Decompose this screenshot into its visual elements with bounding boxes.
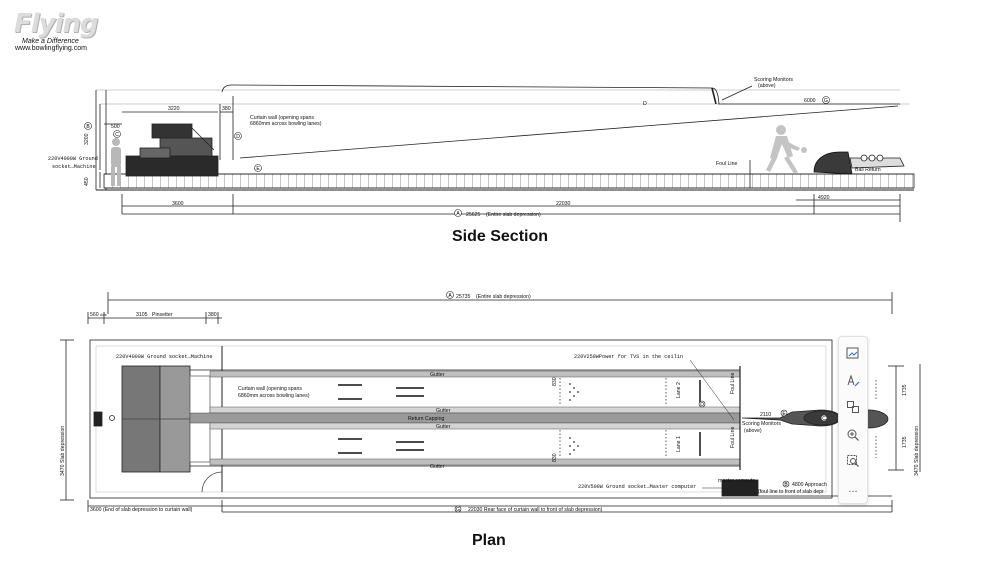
- plan-slab-left: 3470 Slab depression: [60, 426, 66, 476]
- zoom-in-button[interactable]: [843, 425, 863, 445]
- plan-dim-total: 25735: [456, 294, 471, 300]
- side-dim-3220: 3220: [168, 106, 180, 112]
- plan-dim-1735b: 1735: [902, 436, 908, 448]
- brand-name: Flying: [14, 9, 99, 39]
- plan-scoring-monitors-1: Scoring Monitors: [742, 421, 781, 427]
- search-area-icon: [847, 455, 859, 467]
- floating-toolbar: ...: [838, 336, 868, 504]
- side-ball-return: Ball Return: [855, 167, 881, 173]
- plan-dim-3105: 3105: [136, 312, 148, 318]
- plan-dim-2110: 2110: [760, 412, 771, 418]
- plan-gutter-bottom: Gutter: [430, 464, 445, 470]
- plan-dim-830a: 830: [552, 377, 558, 386]
- side-data-cable: D: [643, 101, 647, 107]
- plan-ground-socket: 220V4000W Ground socket→Machine: [116, 354, 213, 360]
- more-icon: ...: [848, 483, 858, 495]
- side-ground-socket-1: 220V4000W Ground: [48, 156, 98, 162]
- side-scoring-monitors-1: Scoring Monitors: [754, 77, 793, 83]
- more-button[interactable]: ...: [843, 479, 863, 499]
- side-dim-380: 380: [222, 106, 231, 112]
- ball-return: [813, 151, 905, 175]
- plan-power-tv: 220V250WPower for TVS in the ceilin: [574, 354, 683, 360]
- plan-approach-2: (foul line to front of slab depr: [758, 489, 824, 495]
- plan-callout-d: D: [700, 402, 704, 408]
- plan-callout-g: G: [456, 507, 460, 513]
- screenshot-icon: [847, 401, 859, 413]
- plan-view: [60, 292, 921, 513]
- side-callout-b: B: [86, 124, 90, 130]
- plan-return-capping: Return Capping: [408, 416, 444, 422]
- plan-dim-380: 380: [208, 312, 217, 318]
- side-dim-total-note: (Entire slab depression): [486, 212, 541, 218]
- plan-dim-axis: Axis: [100, 313, 107, 317]
- side-dim-500: 500: [111, 124, 120, 130]
- screenshot-button[interactable]: [843, 397, 863, 417]
- side-curtain-wall-2: 6860mm across bowling lanes): [250, 121, 322, 127]
- side-foul-line: Foul Line: [716, 161, 737, 167]
- side-callout-a: A: [456, 211, 460, 217]
- side-dim-3600: 3600: [172, 201, 184, 207]
- side-section-title: Side Section: [452, 228, 549, 245]
- plan-approach-1: 4800 Approach: [792, 482, 827, 488]
- side-dim-450: 450: [84, 177, 90, 186]
- bowler-figure: [766, 125, 807, 174]
- side-callout-c: C: [115, 132, 119, 138]
- side-section-labels: Curtain wall (opening spans 6860mm acros…: [48, 77, 881, 218]
- plan-rear-note: 22030 Rear face of curtain wall to front…: [468, 507, 603, 513]
- plan-master-computer: master compute: [718, 478, 755, 484]
- side-dim-22030: 22030: [556, 201, 571, 207]
- plan-dim-pinsetter: Pinsetter: [152, 312, 173, 318]
- mechanic-figure: [111, 138, 121, 186]
- side-scoring-monitors-2: (above): [758, 83, 776, 89]
- plan-callouts: A D E C B G: [446, 291, 828, 513]
- side-section: [95, 84, 915, 222]
- plan-lane-2: Lane 2: [676, 382, 682, 398]
- text-edit-icon: [847, 374, 860, 387]
- plan-scoring-monitors-2: (above): [744, 428, 762, 434]
- side-callout-e: E: [256, 166, 260, 172]
- plan-callout-a: A: [448, 293, 452, 299]
- side-dim-3200: 3200: [84, 133, 90, 145]
- plan-foul-line-2: Foul Line: [730, 373, 736, 394]
- zoom-in-icon: [847, 429, 859, 441]
- plan-dim-830b: 830: [552, 453, 558, 462]
- plan-lane-1: Lane 1: [676, 436, 682, 452]
- plan-end-note: 3600 (End of slab depression to curtain …: [90, 507, 193, 513]
- plan-callout-e: E: [782, 411, 786, 417]
- text-edit-button[interactable]: [843, 371, 863, 391]
- image-edit-button[interactable]: [843, 343, 863, 363]
- pinsetter-machine: [125, 123, 219, 177]
- plan-gutter-mid-2: Gutter: [436, 424, 451, 430]
- plan-labels: 220V4000W Ground socket→Machine 220V250W…: [60, 294, 920, 513]
- plan-curtain-wall-2: 6860mm across bowling lanes): [238, 393, 310, 399]
- side-ground-socket-2: socket→Machine: [52, 164, 96, 170]
- plan-callout-b: B: [784, 482, 788, 488]
- side-callouts: B C D E G A: [84, 96, 830, 217]
- search-area-button[interactable]: [843, 451, 863, 471]
- plan-dim-560: 560: [90, 312, 99, 318]
- plan-callout-c: C: [822, 416, 826, 422]
- plan-dim-1735a: 1735: [902, 384, 908, 396]
- plan-foul-line-1: Foul Line: [730, 427, 736, 448]
- plan-curtain-wall-1: Curtain wall (opening spans: [238, 386, 302, 392]
- brand-url: www.bowlingflying.com: [15, 45, 87, 52]
- image-edit-icon: [846, 347, 859, 359]
- side-callout-g: G: [824, 98, 828, 104]
- plan-title: Plan: [472, 532, 506, 549]
- plan-slab-right: 3470 Slab depression: [914, 426, 920, 476]
- side-callout-d: D: [236, 134, 240, 140]
- brand-logo: Flying Make a Difference www.bowlingflyi…: [14, 10, 124, 52]
- side-dim-6000: 6000: [804, 98, 816, 104]
- plan-dim-total-note: (Entire slab depression): [476, 294, 531, 300]
- plan-gutter-top: Gutter: [430, 372, 445, 378]
- plan-master-socket: 220V500W Ground socket→Master computer: [578, 484, 696, 490]
- plan-gutter-mid-1: Gutter: [436, 408, 451, 414]
- side-curtain-wall-1: Curtain wall (opening spans: [250, 115, 314, 121]
- side-dim-4920: 4920: [818, 195, 830, 201]
- side-dim-total: 25625: [466, 212, 481, 218]
- brand-tagline: Make a Difference: [22, 38, 79, 45]
